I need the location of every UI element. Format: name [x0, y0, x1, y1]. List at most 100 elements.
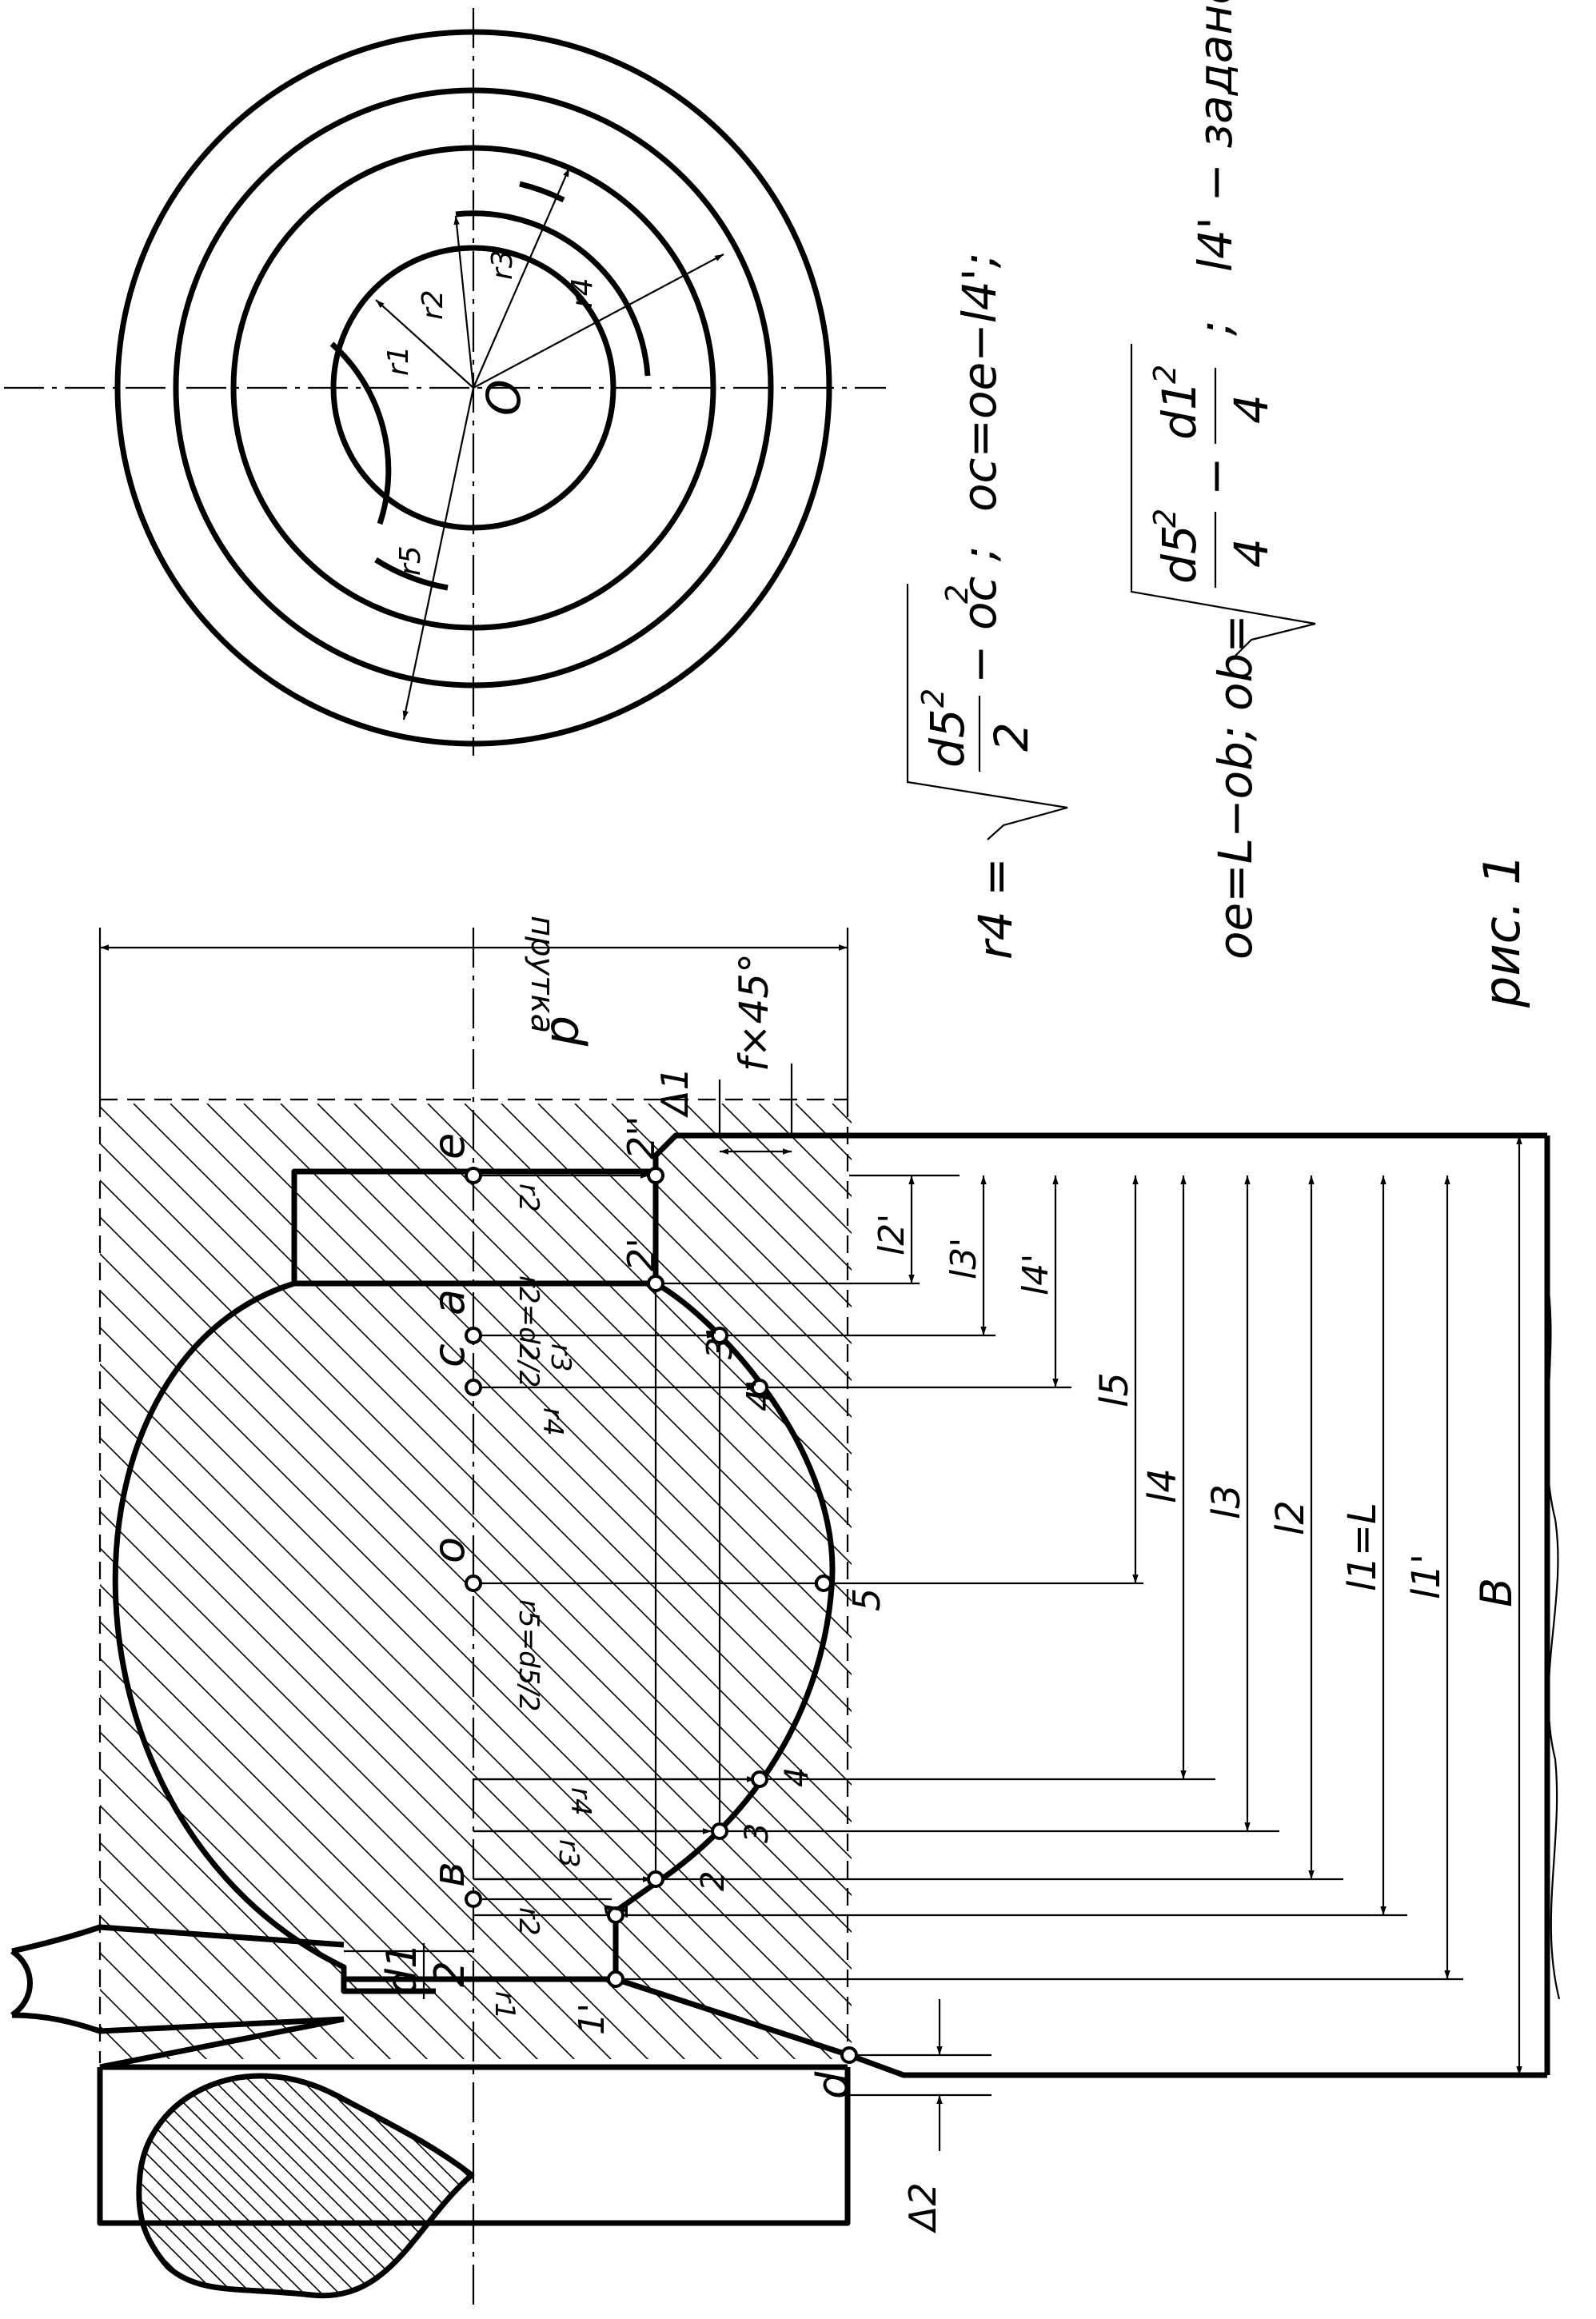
hatch-line — [630, 2039, 902, 2311]
hatch-line — [138, 2076, 234, 2296]
label-r1: r1 — [382, 345, 415, 376]
hatch-line — [390, 1104, 852, 1566]
dim-l4: l4 — [1140, 1468, 1185, 1503]
label-5: 5 — [845, 1588, 888, 1611]
formula-block: r4 = d5 2 2 − oc ; 2 oc=oe−l4'; oe=L−ob;… — [906, 0, 1531, 1008]
extension-lines — [473, 1134, 1463, 2097]
end-hatching — [0, 2039, 1025, 2311]
point-o — [465, 1575, 482, 1592]
f2-b-den: 4 — [1224, 394, 1279, 424]
label-r3-top: r3 — [545, 1343, 577, 1372]
hatch-line — [611, 1104, 852, 1345]
point-2 — [647, 1870, 664, 1888]
label-3: 3 — [739, 1823, 776, 1843]
hatch-line — [501, 1104, 852, 1455]
label-r1-bot: r1 — [489, 1991, 521, 2020]
hatch-line — [207, 2076, 473, 2296]
hatch-line — [138, 2076, 305, 2296]
label-r2-top: r2 — [513, 1183, 545, 1212]
f2-minus: − — [1188, 457, 1243, 496]
tool-stem-end — [10, 1949, 33, 2018]
hatch-line — [665, 2039, 937, 2311]
hatch-line — [736, 2039, 1007, 2311]
stock-end-outline — [97, 2064, 851, 2226]
hatch-line — [753, 2039, 1025, 2311]
hatch-line — [138, 2076, 322, 2296]
point-2p — [647, 1275, 664, 1292]
dim-l4p: l4' — [1015, 1254, 1056, 1295]
hatch-line — [648, 1104, 852, 1308]
hatch-line — [100, 1841, 318, 2059]
point-a — [465, 1327, 482, 1344]
hatch-line — [138, 2076, 410, 2296]
hatch-line — [1568, 1104, 1596, 2063]
label-center-O: O — [477, 379, 531, 416]
hatch-line — [100, 1878, 281, 2059]
hatch-line — [138, 2076, 252, 2296]
hatch-line — [100, 1620, 539, 2059]
label-d: d — [808, 2071, 858, 2099]
dimension-lines — [98, 928, 1522, 2151]
hatch-line — [383, 2076, 473, 2296]
hatch-line — [401, 2076, 473, 2296]
dim-l1p: l1' — [1404, 1554, 1449, 1599]
hatch-line — [138, 2076, 269, 2296]
hatch-line — [277, 2076, 473, 2296]
hatch-line — [138, 2076, 217, 2296]
label-r3-bot: r3 — [553, 1839, 585, 1868]
hatch-line — [172, 2076, 445, 2296]
f2-semi: ; — [1188, 320, 1243, 336]
dim-d1-num: d1 — [378, 1942, 426, 1995]
arc-r2 — [455, 210, 651, 377]
leader-r4 — [473, 253, 724, 389]
label-r5: r5 — [394, 545, 427, 576]
f1-rest-exp: 2 — [940, 585, 975, 604]
hatch-line — [0, 2039, 128, 2311]
point-2pp — [647, 1167, 664, 1184]
arc-r3 — [329, 341, 392, 525]
dim-B: B — [1471, 1578, 1522, 1607]
f2-a-exp: 2 — [1147, 509, 1183, 528]
hatch-line — [418, 2076, 473, 2296]
hatch-line — [464, 1104, 852, 1492]
break-line — [1546, 1279, 1561, 2000]
point-3 — [711, 1822, 728, 1840]
label-r4-bot: r4 — [565, 1787, 597, 1816]
top-view: O r1 r2 r3 r4 r5 — [4, 8, 886, 756]
label-r4: r4 — [566, 277, 599, 308]
hatch-line — [100, 1289, 852, 2044]
circle-r5-inner — [173, 87, 774, 689]
label-e: e — [424, 1133, 474, 1160]
hatch-line — [1531, 1104, 1596, 2063]
dim-d-blank: d — [540, 1016, 596, 1047]
hatch-line — [1200, 1104, 1596, 2063]
arc-r3b — [519, 181, 565, 203]
point-1 — [607, 1906, 624, 1924]
figure-caption: рис. 1 — [1473, 853, 1531, 1008]
label-b: в — [424, 1862, 474, 1887]
hatch-line — [489, 2039, 761, 2311]
hatch-line — [100, 1988, 171, 2059]
f1-lhs: r4 = — [968, 857, 1023, 960]
dim-d1-den: 2 — [426, 1961, 474, 1987]
hatch-line — [100, 1399, 760, 2059]
dim-l5: l5 — [1092, 1372, 1137, 1407]
point-5 — [815, 1575, 832, 1592]
f1-oc: oc=oe−l4'; — [952, 253, 1007, 512]
dim-d-blank-sub: прутка — [524, 916, 561, 1033]
label-r4-top: r4 — [537, 1407, 569, 1436]
point-1p — [607, 1970, 624, 1988]
f1-exp: 2 — [916, 689, 951, 708]
formula-2: oe=L−ob; ob= d5 2 4 − d1 2 4 ; l4' − зад… — [1130, 0, 1316, 960]
hatch-line — [295, 2076, 473, 2296]
hatch-line — [100, 1914, 245, 2059]
hatch-line — [100, 1804, 355, 2059]
formula-1: r4 = d5 2 2 − oc ; 2 oc=oe−l4'; — [906, 253, 1068, 960]
tool-stem — [11, 1924, 345, 2034]
point-4 — [751, 1770, 768, 1788]
hatch-line — [138, 2076, 357, 2296]
label-4p: 4' — [740, 1379, 780, 1411]
f2-given: l4' − задано; — [1188, 0, 1243, 272]
hatch-line — [525, 2039, 796, 2311]
